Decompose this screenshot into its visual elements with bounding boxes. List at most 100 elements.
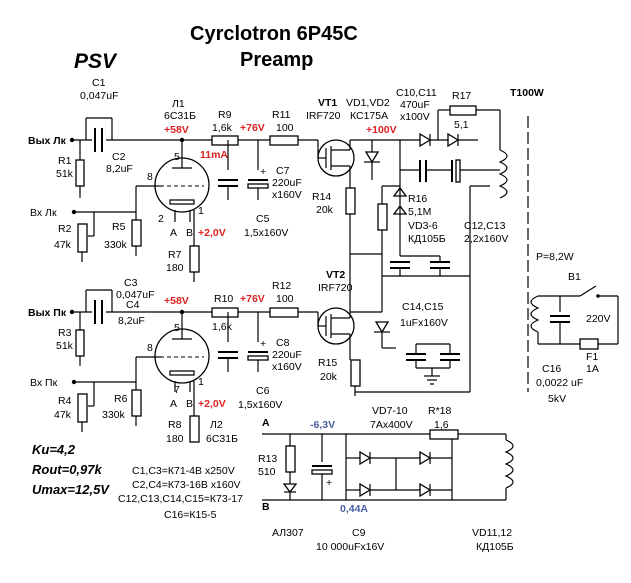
r5-value: 330k <box>104 239 128 251</box>
spec-rout: Rout=0,97k <box>32 462 102 477</box>
r5-resistor <box>131 219 142 247</box>
r6-resistor <box>131 389 142 417</box>
l1-pin2: 2 <box>158 213 164 225</box>
r14-name: R14 <box>312 191 331 203</box>
r12-resistor <box>269 307 299 318</box>
l1-pin8: 8 <box>147 171 153 183</box>
r3-resistor <box>75 329 85 357</box>
r10-out-voltage: +76V <box>240 293 265 305</box>
c4-value: 8,2uF <box>118 315 145 327</box>
c7-plus: + <box>260 166 266 178</box>
r3-name: R3 <box>58 327 72 339</box>
l1-pin5: 5 <box>174 151 180 163</box>
l2-name: Л2 <box>210 419 223 431</box>
f1-name: F1 <box>586 351 598 363</box>
mains-switch <box>579 285 597 297</box>
vt1-type: IRF720 <box>306 110 341 122</box>
l1-pinA: A <box>170 227 177 239</box>
r6-name: R6 <box>114 393 128 405</box>
c16-name: C16 <box>542 363 561 375</box>
transformer-label: T100W <box>510 87 544 99</box>
power-label: P=8,2W <box>536 251 574 263</box>
l2-pin8: 8 <box>147 342 153 354</box>
l2-anode-voltage: +58V <box>164 295 189 307</box>
c1-name: C1 <box>92 77 106 89</box>
c7-name: C7 <box>276 165 290 177</box>
r18-value: 1,6 <box>434 419 449 431</box>
c1415-name: C14,C15 <box>402 301 444 313</box>
r9-value: 1,6k <box>212 122 233 134</box>
r6-value: 330k <box>102 409 126 421</box>
f1-value: 1A <box>586 363 599 375</box>
r17-value: 5,1 <box>454 119 469 131</box>
c5-name: C5 <box>256 213 270 225</box>
switch-name: B1 <box>568 271 581 283</box>
vd12-name: VD1,VD2 <box>346 97 390 109</box>
r7-name: R7 <box>168 249 182 261</box>
r1-resistor <box>75 159 85 187</box>
r9-name: R9 <box>218 109 232 121</box>
r16-name: R16 <box>408 193 427 205</box>
r11-name: R11 <box>272 109 291 121</box>
r15-resistor <box>350 359 361 387</box>
c7-voltage: x160V <box>272 189 302 201</box>
l1-current: 11mA <box>200 149 228 161</box>
c6-name: C6 <box>256 385 270 397</box>
vd710-name: VD7-10 <box>372 405 408 417</box>
heater-b-label: B <box>262 501 270 513</box>
l2-pin7: 7 <box>174 384 180 396</box>
spec-ku: Ku=4,2 <box>32 442 76 457</box>
r9-out-voltage: +76V <box>240 122 265 134</box>
r1-value: 51k <box>56 168 74 180</box>
r5-name: R5 <box>112 221 126 233</box>
r8-value: 180 <box>166 433 184 445</box>
vt2-name: VT2 <box>326 269 345 281</box>
vd36-type: КД105Б <box>408 233 446 245</box>
r9-resistor <box>211 135 239 146</box>
r14-value: 20k <box>316 204 334 216</box>
r1-name: R1 <box>58 155 72 167</box>
c2-name: C2 <box>112 151 126 163</box>
l2-pinB: B <box>186 398 193 410</box>
note-1: C1,C3=К71-4В x250V <box>132 465 235 477</box>
heater-current: 0,44A <box>340 503 368 515</box>
r12-name: R12 <box>272 280 291 292</box>
vd1112-name: VD11,12 <box>472 527 512 539</box>
r4-potentiometer <box>77 393 88 423</box>
r10-value: 1,6k <box>212 321 233 333</box>
r18-resistor <box>429 429 459 440</box>
r7-resistor <box>189 245 200 273</box>
c6-value: 1,5x160V <box>238 399 282 411</box>
out-left-label: Вых Лк <box>28 135 67 147</box>
r12-value: 100 <box>276 293 294 305</box>
l2-pin5: 5 <box>174 322 180 334</box>
title-line1: Cyrclotron 6P45C <box>190 23 358 45</box>
r11-resistor <box>269 135 299 146</box>
vd1112-type: КД105Б <box>476 541 514 553</box>
in-left-label: Вх Лк <box>30 207 57 219</box>
r15-name: R15 <box>318 357 337 369</box>
c1011-value: 470uF <box>400 99 430 111</box>
brand-label: PSV <box>74 50 118 73</box>
r8-name: R8 <box>168 419 182 431</box>
c1213-value: 2,2x160V <box>464 233 508 245</box>
out-right-label: Вых Пк <box>28 307 67 319</box>
supply-voltage: +100V <box>366 124 397 136</box>
c8-value: 220uF <box>272 349 302 361</box>
l1-pinB: B <box>186 227 193 239</box>
note-4: C16=К15-5 <box>164 509 217 521</box>
c1011-voltage: x100V <box>400 111 430 123</box>
note-2: C2,C4=К73-16В x160V <box>132 479 241 491</box>
c4-name: C4 <box>126 299 140 311</box>
l2-type: 6С31Б <box>206 433 238 445</box>
c1415-value: 1uFx160V <box>400 317 448 329</box>
l1-cathode-voltage: +2,0V <box>198 227 226 239</box>
mains-voltage: 220V <box>586 313 611 325</box>
c3-value: 0,047uF <box>116 289 155 301</box>
fuse-f1 <box>579 338 599 350</box>
r4-value: 47k <box>54 409 72 421</box>
c3-name: C3 <box>124 277 138 289</box>
r10-name: R10 <box>214 293 233 305</box>
c1-value: 0,047uF <box>80 90 119 102</box>
